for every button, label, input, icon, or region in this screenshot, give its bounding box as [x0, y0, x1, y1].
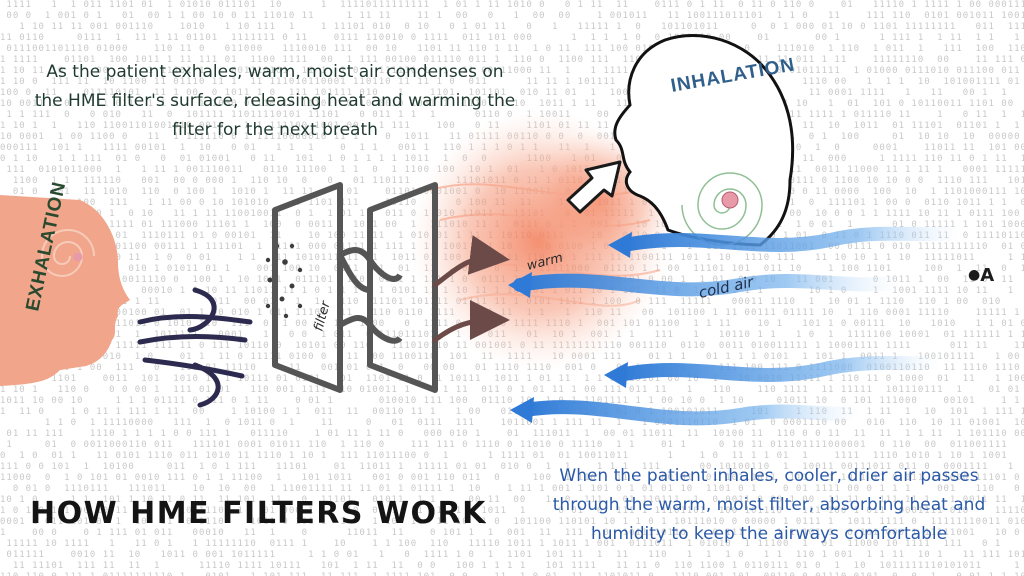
inhale-caption: When the patient inhales, cooler, drier … — [552, 466, 986, 544]
cold-air-arrowheads — [508, 232, 632, 423]
inhale-intake-arrow — [566, 160, 622, 214]
inhalation-head — [613, 33, 795, 247]
page-title: HOW HME FILTERS WORK — [30, 496, 487, 531]
logo-mark: A — [980, 265, 995, 286]
hme-filter — [272, 182, 438, 393]
exhalation-head — [0, 195, 130, 386]
brand-logo: ●A — [968, 265, 994, 286]
exhale-breath-lines — [137, 287, 253, 408]
moisture-droplets — [265, 243, 303, 319]
cold-air-waves — [513, 225, 967, 426]
cold-air-label: cold air — [697, 273, 756, 302]
exhale-caption: As the patient exhales, warm, moist air … — [34, 62, 516, 140]
warm-outflow-arrows — [432, 235, 510, 343]
logo-dot-icon: ● — [968, 267, 981, 283]
filter-label: filter — [311, 298, 334, 333]
